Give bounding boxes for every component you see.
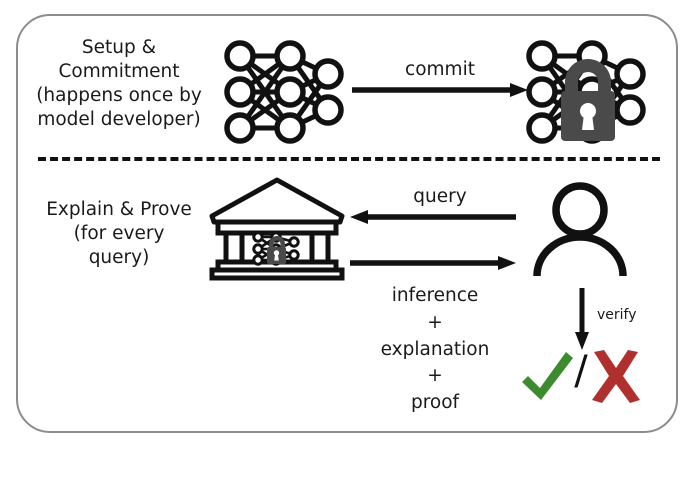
check-mark-icon — [518, 350, 576, 406]
query-arrow-label: query — [413, 186, 467, 207]
response-payload-label: inference + explanation + proof — [380, 285, 490, 414]
locked-neural-network-icon — [520, 36, 646, 148]
bank-with-locked-model-icon — [206, 176, 348, 282]
cross-mark-icon — [588, 350, 644, 404]
padlock-shape — [561, 59, 615, 141]
verify-arrow-down-icon — [572, 288, 592, 350]
neural-network-icon — [218, 36, 344, 148]
diagram-frame — [16, 14, 678, 433]
setup-commitment-label: Setup & Commitment (happens once by mode… — [36, 37, 202, 131]
commit-arrow-label: commit — [405, 59, 475, 80]
verify-label: verify — [597, 307, 637, 323]
query-arrow-left-icon — [350, 209, 516, 225]
commit-arrow-right-icon — [352, 82, 528, 98]
explain-prove-label: Explain & Prove (for every query) — [46, 199, 192, 269]
result-separator-label: / — [574, 348, 588, 394]
user-icon — [525, 182, 635, 278]
section-divider — [38, 157, 660, 161]
inner-locked-network — [252, 231, 300, 266]
response-arrow-right-icon — [350, 255, 516, 271]
